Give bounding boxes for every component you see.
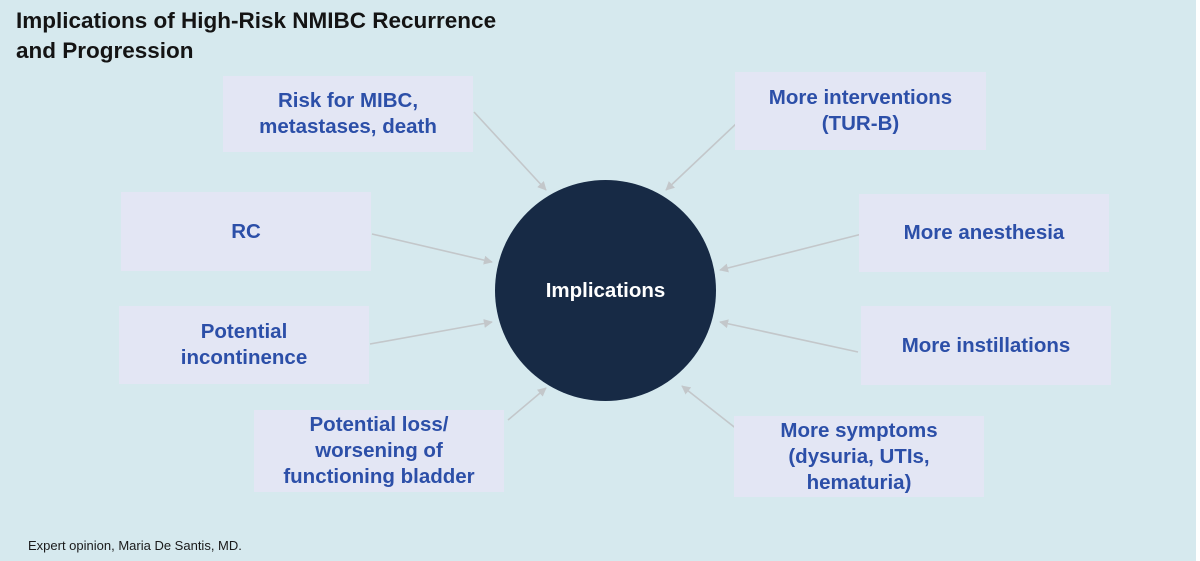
- box-symptoms-line-2: (dysuria, UTIs,: [788, 444, 930, 468]
- box-symptoms: More symptoms (dysuria, UTIs, hematuria): [734, 416, 984, 497]
- arrow-rc: [371, 233, 493, 265]
- arrow-incontinence: [369, 319, 493, 345]
- arrow-anesthesia: [719, 233, 863, 273]
- box-bladder-line-3: functioning bladder: [283, 465, 475, 488]
- box-incontinence: Potential incontinence: [119, 306, 369, 384]
- box-risk-line-2: metastases, death: [259, 115, 437, 138]
- arrow-symptoms: [681, 385, 739, 431]
- arrow-interventions: [665, 121, 739, 191]
- footnote: Expert opinion, Maria De Santis, MD.: [28, 538, 242, 553]
- box-symptoms-line-1: More symptoms: [780, 418, 938, 442]
- box-instillations-line-1: More instillations: [901, 333, 1071, 357]
- box-interventions-line-1: More interventions: [768, 86, 953, 109]
- box-symptoms-line-3: hematuria): [806, 470, 912, 494]
- arrow-bladder: [507, 387, 547, 421]
- box-instillations: More instillations: [861, 306, 1111, 385]
- box-bladder-line-1: Potential loss/: [309, 413, 449, 436]
- box-risk-line-1: Risk for MIBC,: [277, 89, 419, 112]
- title-line-2: and Progression: [16, 38, 194, 63]
- right-edge-strip: [1196, 0, 1200, 561]
- box-anesthesia-line-1: More anesthesia: [903, 221, 1065, 244]
- title-line-1: Implications of High-Risk NMIBC Recurren…: [16, 8, 497, 33]
- hub-label: Implications: [545, 278, 666, 302]
- box-bladder-line-2: worsening of: [315, 439, 443, 462]
- box-interventions-line-2: (TUR-B): [821, 112, 900, 135]
- box-rc: RC: [121, 192, 371, 271]
- box-anesthesia: More anesthesia: [859, 194, 1109, 272]
- box-bladder: Potential loss/ worsening of functioning…: [254, 410, 504, 492]
- arrow-risk: [473, 111, 547, 191]
- box-risk-mibc: Risk for MIBC, metastases, death: [223, 76, 473, 152]
- box-interventions: More interventions (TUR-B): [735, 72, 986, 150]
- box-incontinence-line-2: incontinence: [180, 346, 308, 369]
- implications-hub: Implications: [495, 180, 716, 401]
- box-rc-line-1: RC: [231, 219, 261, 243]
- arrow-instillations: [719, 319, 859, 353]
- page-title: Implications of High-Risk NMIBC Recurren…: [16, 6, 716, 66]
- box-incontinence-line-1: Potential: [200, 320, 288, 343]
